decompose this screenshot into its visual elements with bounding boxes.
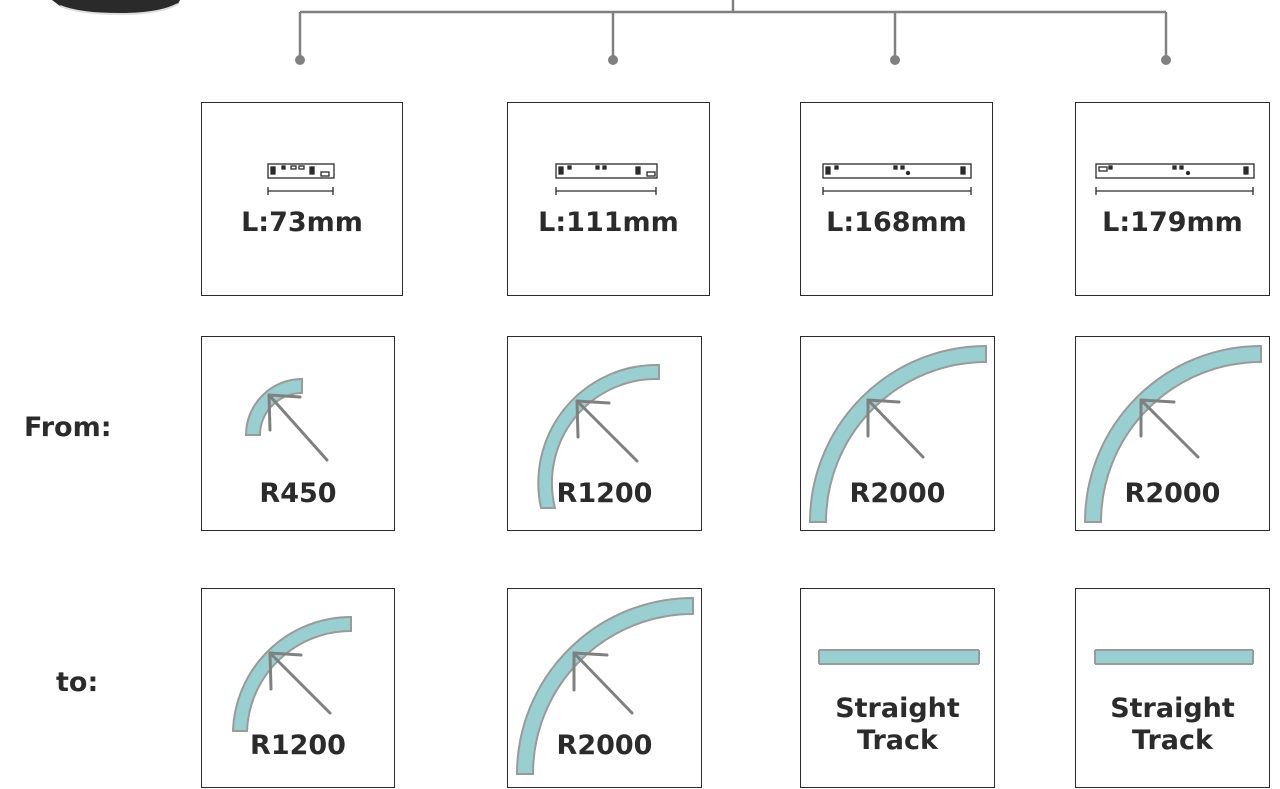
length-label: L:179mm	[1102, 207, 1243, 238]
module-icon	[1095, 163, 1255, 195]
to-track-label-line2: Track	[857, 725, 938, 757]
to-track-label: Straight Track	[801, 693, 994, 758]
device-shape	[52, 0, 180, 16]
from-box-4: R2000	[1075, 336, 1270, 531]
from-box-2: R1200	[507, 336, 702, 531]
to-track-label: Straight Track	[1076, 693, 1269, 758]
module-icon	[555, 163, 658, 195]
to-track-label-line1: Straight	[835, 693, 960, 724]
module-icon	[267, 163, 335, 195]
to-box-2: R2000	[507, 588, 702, 788]
straight-track-icon	[1094, 649, 1254, 665]
module-icon	[822, 163, 972, 195]
to-track-label-line2: Track	[1132, 725, 1213, 757]
connector-tree	[295, 0, 1171, 65]
connector-dot	[1161, 55, 1171, 65]
length-box-1: L:73mm	[201, 102, 403, 296]
from-radius-label: R2000	[1124, 478, 1221, 509]
from-box-1: R450	[201, 336, 395, 531]
row-label-from: From:	[24, 412, 112, 443]
length-box-3: L:168mm	[800, 102, 993, 296]
curve-track-icon	[537, 363, 660, 509]
curve-track-icon	[244, 377, 329, 462]
connector-dot	[890, 55, 900, 65]
from-radius-label: R2000	[849, 478, 946, 509]
from-radius-label: R450	[259, 478, 337, 509]
length-label: L:168mm	[826, 207, 967, 238]
curve-track-icon	[1083, 344, 1262, 523]
length-label: L:111mm	[538, 207, 679, 238]
to-radius-label: R2000	[556, 730, 653, 761]
length-box-4: L:179mm	[1075, 102, 1270, 296]
to-box-4: Straight Track	[1075, 588, 1270, 788]
connector-dot	[295, 55, 305, 65]
curve-track-icon	[231, 615, 352, 732]
to-radius-label: R1200	[250, 730, 346, 761]
to-box-1: R1200	[201, 588, 395, 788]
from-radius-label: R1200	[556, 478, 653, 509]
to-track-label-line1: Straight	[1110, 693, 1235, 724]
from-box-3: R2000	[800, 336, 995, 531]
length-label: L:73mm	[241, 207, 363, 238]
length-box-2: L:111mm	[507, 102, 710, 296]
row-label-to: to:	[56, 667, 99, 698]
curve-track-icon	[808, 344, 987, 523]
straight-track-icon	[818, 649, 980, 665]
to-box-3: Straight Track	[800, 588, 995, 788]
connector-dot	[608, 55, 618, 65]
curve-track-icon	[515, 596, 694, 775]
